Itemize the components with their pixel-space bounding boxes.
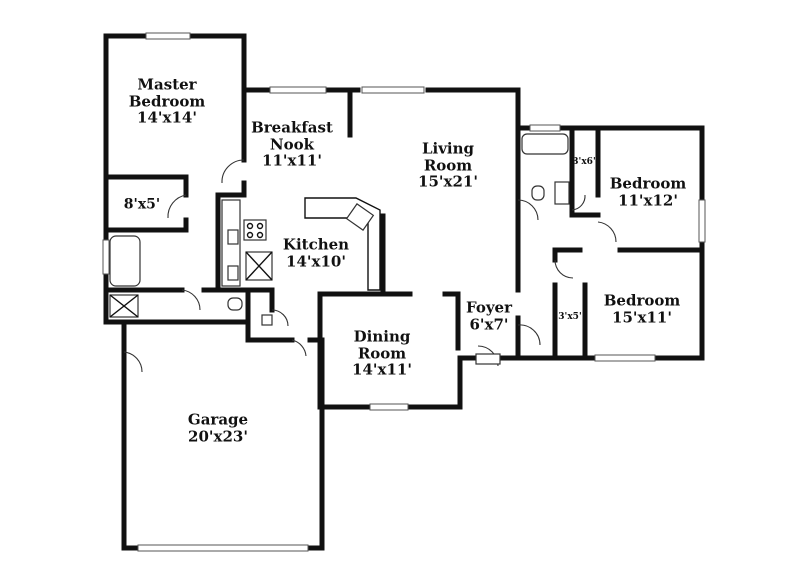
kitchen-name: Kitchen: [282, 235, 350, 254]
hall-bath-vanity: [554, 181, 570, 205]
label-bedroom-3: Bedroom 15'x11': [603, 291, 681, 326]
windows: [102, 32, 706, 552]
garage-door: [137, 544, 309, 552]
window-bedroom2-right: [698, 199, 706, 243]
master-tub: [109, 235, 141, 287]
window-bath-right: [529, 124, 561, 132]
window-nook-top: [269, 86, 327, 94]
master-closet-dims: 8'x5': [123, 196, 161, 213]
bedroom-3-dims: 15'x11': [612, 308, 672, 326]
label-breakfast-nook: Breakfast Nook 11'x11': [251, 119, 333, 169]
window-bedroom3-bottom: [594, 354, 656, 362]
closet-a-dims: 3'x6': [572, 157, 596, 168]
label-living-room: Living Room 15'x21': [418, 140, 478, 190]
bedroom-2-name: Bedroom: [609, 174, 687, 193]
garage-name: Garage: [187, 410, 249, 429]
bedroom-3-name: Bedroom: [603, 291, 681, 310]
living-room-name-1: Living: [421, 139, 475, 158]
kitchen-island-sink: [345, 203, 375, 231]
breakfast-nook-name-1: Breakfast: [251, 118, 333, 137]
foyer-dims: 6'x7': [469, 315, 509, 333]
kitchen-dishwasher: [227, 265, 239, 281]
dining-room-name-2: Room: [357, 343, 407, 362]
window-living-top: [361, 86, 425, 94]
label-master-closet: 8'x5': [123, 196, 161, 213]
foyer-name: Foyer: [466, 298, 512, 317]
living-room-dims: 15'x21': [418, 172, 478, 191]
master-bedroom-name-2: Bedroom: [128, 91, 206, 110]
breakfast-nook-dims: 11'x11': [262, 151, 322, 170]
label-kitchen: Kitchen 14'x10': [282, 235, 350, 270]
hall-bath-tub: [521, 133, 569, 155]
doors: [123, 159, 617, 373]
label-closet-b: 3'x5': [558, 312, 582, 323]
dining-room-dims: 14'x11': [352, 360, 412, 379]
hall-toilet: [531, 185, 545, 201]
bedroom-2-dims: 11'x12': [618, 191, 678, 209]
kitchen-range: [243, 219, 267, 241]
label-bedroom-2: Bedroom 11'x12': [609, 174, 687, 209]
water-heater: [261, 314, 273, 326]
master-bedroom-name-1: Master: [137, 75, 197, 94]
window-master-bath: [102, 239, 110, 275]
living-room-name-2: Room: [423, 155, 473, 174]
kitchen-dims: 14'x10': [286, 252, 346, 270]
window-dining-bottom: [369, 403, 409, 411]
walls: [103, 33, 705, 551]
breakfast-nook-name-2: Nook: [269, 134, 315, 153]
label-master-bedroom: Master Bedroom 14'x14': [129, 76, 206, 126]
garage-dims: 20'x23': [188, 427, 248, 445]
label-garage: Garage 20'x23': [187, 410, 249, 445]
window-master-top: [145, 32, 191, 40]
fixtures: [109, 133, 570, 326]
label-dining-room: Dining Room 14'x11': [352, 328, 412, 378]
label-closet-a: 3'x6': [572, 157, 596, 168]
entry-threshold: [475, 353, 501, 365]
label-foyer: Foyer 6'x7': [466, 298, 512, 333]
closet-b-dims: 3'x5': [558, 312, 582, 323]
master-toilet: [227, 297, 243, 311]
master-bedroom-dims: 14'x14': [137, 108, 197, 127]
dining-room-name-1: Dining: [353, 327, 411, 346]
kitchen-sink: [227, 229, 239, 245]
